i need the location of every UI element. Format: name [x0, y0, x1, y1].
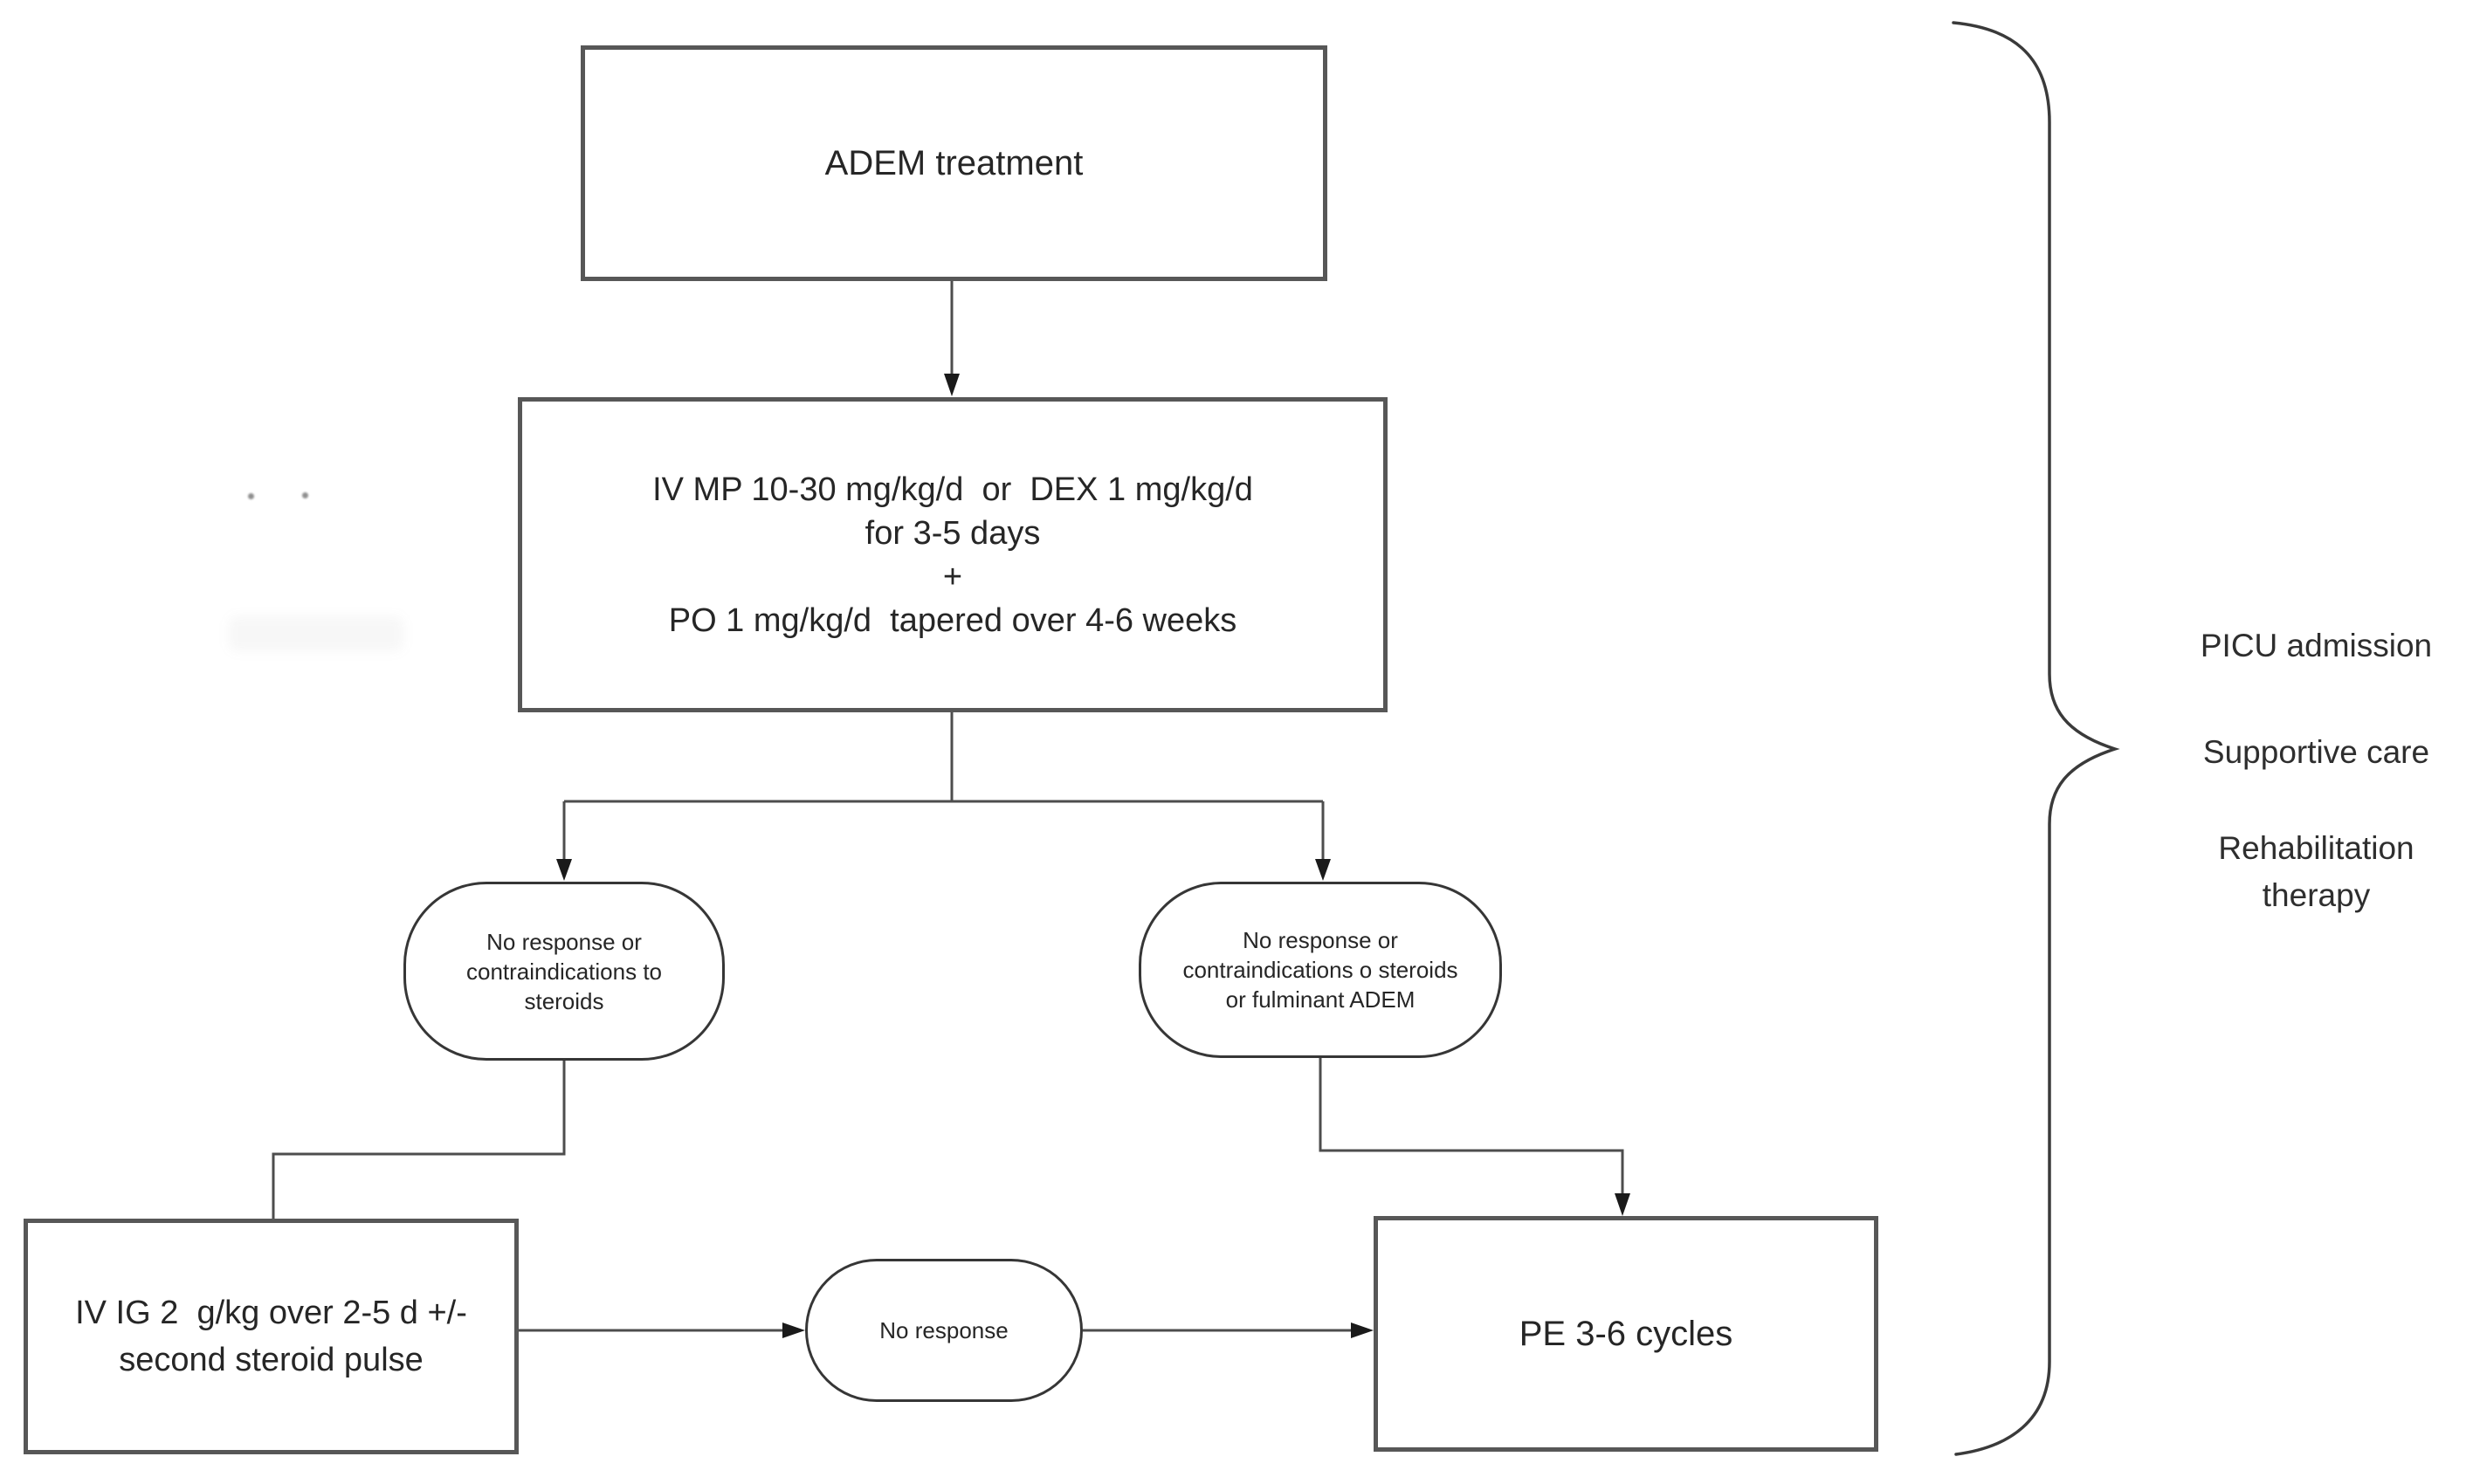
- brace-label-supportive-care: Supportive care: [2202, 734, 2430, 770]
- steroid-pulse-line-4: PO 1 mg/kg/d tapered over 4-6 weeks: [668, 601, 1237, 639]
- brace-label-picu-admission: PICU admission: [2200, 628, 2433, 663]
- node-right-condition: No response or contraindications o stero…: [1139, 882, 1502, 1058]
- ivig-line-2: second steroid pulse: [119, 1342, 424, 1378]
- right-condition-line-1: No response or: [1243, 927, 1398, 953]
- adem-treatment-label: ADEM treatment: [824, 143, 1084, 182]
- artifact-dot: [248, 493, 254, 499]
- left-condition-line-2: contraindications to: [465, 958, 663, 985]
- connector-left-condition-to-ivig: [272, 1061, 566, 1226]
- artifact-dot: [302, 492, 308, 498]
- steroid-pulse-line-1: IV MP 10-30 mg/kg/d or DEX 1 mg/kg/d: [652, 471, 1253, 508]
- curly-brace: [1952, 21, 2120, 1456]
- artifact-smudge: [229, 616, 403, 651]
- node-adem-treatment: ADEM treatment: [581, 45, 1327, 281]
- node-left-condition: No response or contraindications to ster…: [403, 882, 725, 1061]
- plasma-exchange-label: PE 3-6 cycles: [1519, 1314, 1733, 1353]
- arrowhead-right-condition: [1315, 859, 1331, 881]
- left-condition-line-1: No response or: [486, 928, 642, 955]
- brace-label-therapy: therapy: [2262, 877, 2371, 913]
- node-steroid-pulse: IV MP 10-30 mg/kg/d or DEX 1 mg/kg/d for…: [518, 397, 1388, 712]
- ivig-line-1: IV IG 2 g/kg over 2-5 d +/-: [75, 1295, 467, 1331]
- connector-right-condition-to-pe: [1319, 1058, 1624, 1193]
- right-condition-line-2: contraindications o steroids: [1182, 957, 1458, 983]
- arrowhead-pe-left: [1351, 1323, 1374, 1338]
- right-condition-line-3: or fulminant ADEM: [1225, 986, 1416, 1013]
- arrowhead-pe-top: [1615, 1193, 1630, 1216]
- connector-splitter: [564, 712, 1323, 803]
- arrowhead-root-to-steroids: [944, 374, 960, 396]
- brace-label-rehabilitation: Rehabilitation: [2218, 830, 2414, 866]
- left-condition-line-3: steroids: [524, 987, 604, 1014]
- steroid-pulse-line-3: +: [942, 558, 963, 595]
- node-ivig: IV IG 2 g/kg over 2-5 d +/- second stero…: [24, 1219, 519, 1454]
- node-no-response: No response: [805, 1259, 1083, 1402]
- steroid-pulse-line-2: for 3-5 days: [864, 514, 1041, 552]
- no-response-label: No response: [879, 1316, 1009, 1343]
- node-plasma-exchange: PE 3-6 cycles: [1374, 1216, 1878, 1452]
- arrowhead-noresponse: [782, 1323, 805, 1338]
- arrowhead-left-condition: [556, 859, 572, 881]
